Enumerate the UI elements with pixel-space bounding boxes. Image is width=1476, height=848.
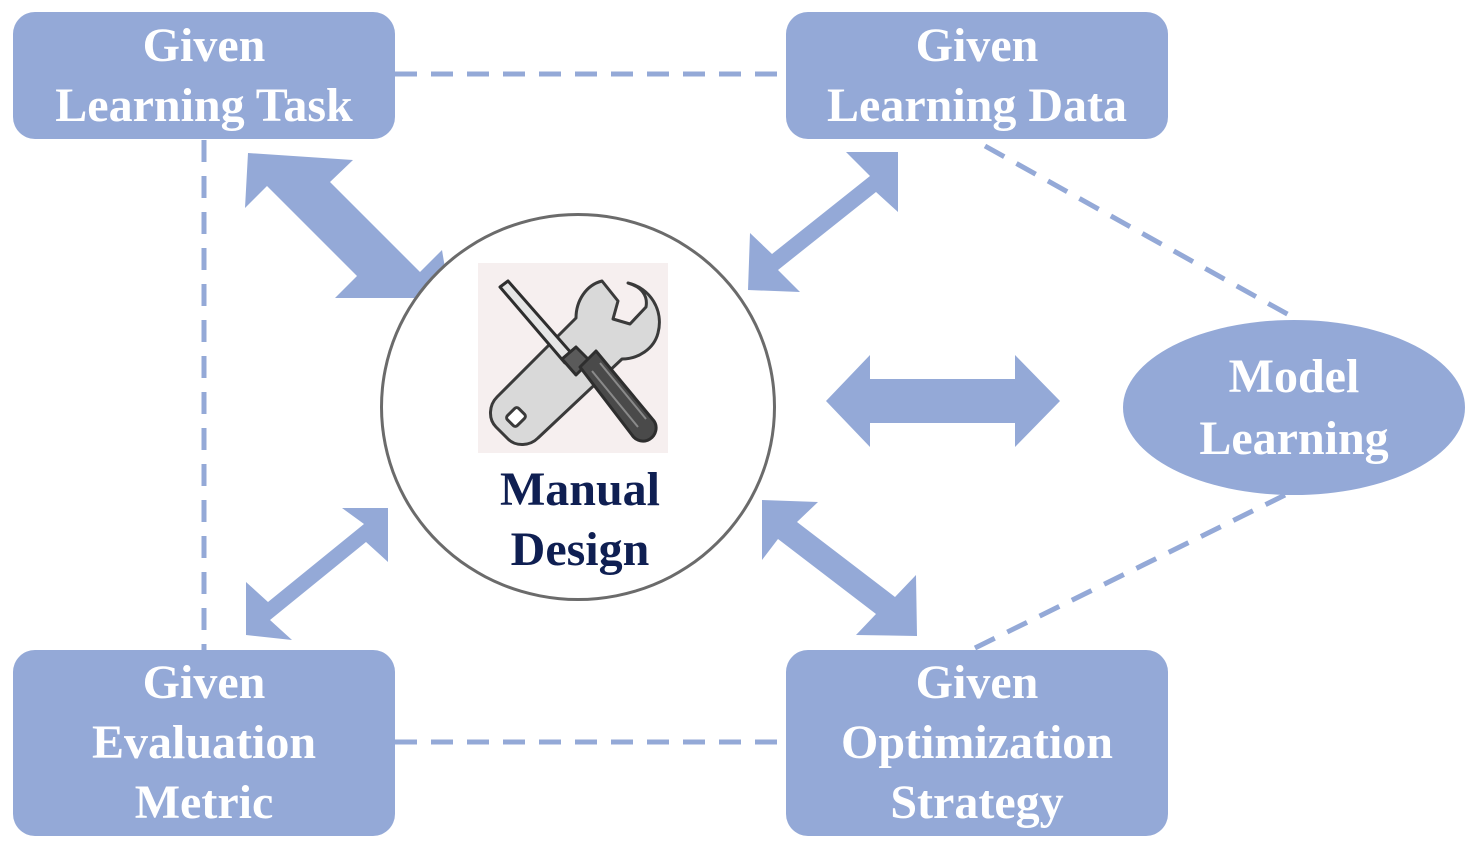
wrench-and-screwdriver-icon [478,263,668,453]
double-arrow-metric-center [246,508,388,640]
double-arrow-data-center [748,152,898,292]
node-line: Given [915,18,1039,72]
double-arrow-task-center [245,153,450,298]
node-line: Metric [134,776,274,829]
node-model-learning: Model Learning [1123,320,1465,495]
node-line: Learning [1199,411,1389,465]
center-line: Manual [499,463,661,516]
dashed-link-optimization-model [973,492,1287,651]
node-line: Evaluation [91,716,317,769]
node-line: Learning Task [55,78,353,132]
node-line: Learning Data [827,78,1127,132]
center-line: Design [510,523,650,576]
node-given-learning-data: Given Learning Data [786,12,1168,139]
node-given-evaluation-metric: Given Evaluation Metric [13,650,395,836]
node-line: Given [142,656,266,709]
node-line: Optimization [841,716,1113,769]
double-arrow-center-model [826,355,1060,447]
node-given-optimization-strategy: Given Optimization Strategy [786,650,1168,836]
node-line: Given [142,18,266,72]
node-manual-design-label: Manual Design [430,460,730,580]
dashed-link-data-model [983,143,1300,323]
node-line: Given [915,656,1039,709]
node-line: Model [1228,349,1360,403]
node-line: Strategy [890,776,1064,829]
node-given-learning-task: Given Learning Task [13,12,395,139]
double-arrow-optimization-center [762,500,917,636]
